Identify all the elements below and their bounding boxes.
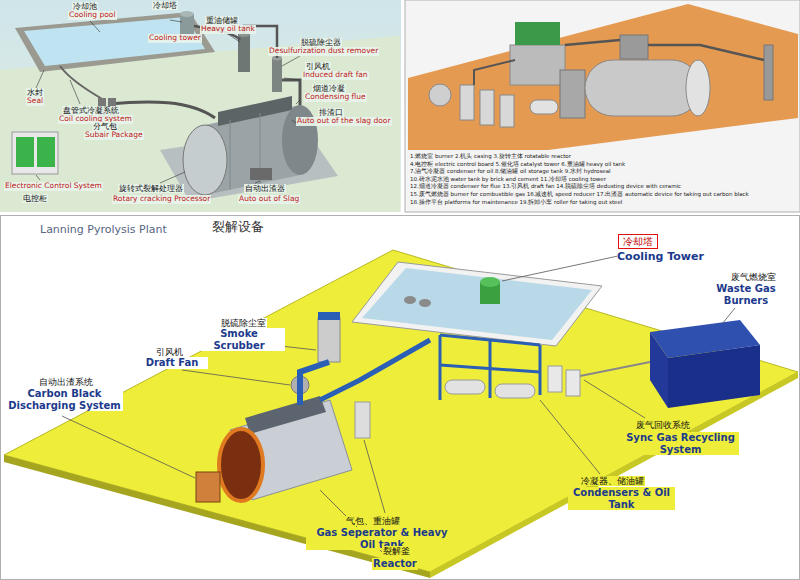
- chinese-label: 脱硫除尘器: [300, 38, 342, 47]
- part-label: Seal: [26, 97, 44, 106]
- chinese-label: 脱硫除尘室: [220, 318, 267, 328]
- pyrolysis-plant-illustration: [1, 216, 800, 580]
- chinese-label: 水封: [26, 88, 44, 97]
- legend-line: 1.燃烧室 burner 2.机头 casing 3.旋转主体 rotatabl…: [410, 153, 571, 159]
- part-label: Condensing flue: [304, 93, 367, 102]
- chinese-label: 自动出渣器: [244, 184, 286, 193]
- chinese-label: 裂解设备: [212, 220, 264, 235]
- callout-box: 冷却塔Cooling Tower: [618, 234, 658, 249]
- chinese-label: 冷凝器、储油罐: [580, 476, 645, 486]
- part-label: Waste Gas Burners: [700, 283, 792, 306]
- chinese-label: 废气燃烧室: [730, 272, 777, 282]
- chinese-label: 引风机: [155, 347, 184, 357]
- part-label: Rotary cracking Processor: [112, 195, 211, 204]
- part-label: Cooling tower: [148, 34, 202, 43]
- chinese-label: 裂解釜: [382, 546, 411, 556]
- legend-line: 10.砖水泥水池 water tank by brick and cement …: [410, 176, 606, 182]
- part-label: Smoke Scrubber: [193, 328, 285, 351]
- rotary-plant-illustration: [0, 0, 401, 212]
- legend-line: 15.废气燃烧器 burner for combustible gas 16.减…: [410, 191, 749, 197]
- chinese-label: 自动出渣系统: [38, 377, 94, 387]
- part-label: Auto out of the slag door: [296, 117, 392, 126]
- legend-line: 7.油气冷凝器 condenser for oil 8.储油罐 oil stor…: [410, 168, 611, 174]
- chinese-label: 冷却池: [72, 2, 98, 11]
- chinese-label: 废气回收系统: [635, 420, 691, 430]
- chinese-label: 引风机: [305, 62, 331, 71]
- chinese-label: 电控柜: [22, 194, 48, 203]
- chinese-label: 排渣口: [318, 108, 344, 117]
- part-label: Reactor: [372, 558, 418, 570]
- chinese-label: 分气包: [92, 122, 118, 131]
- chinese-label: 气包、重油罐: [345, 516, 401, 526]
- legend-line: 4.电控柜 electric control board 5.催化塔 catal…: [410, 161, 625, 167]
- part-label: Condensers & Oil Tank: [568, 487, 675, 510]
- plant-layout-illustration: [405, 0, 800, 212]
- part-label: Carbon Black Discharging System: [6, 388, 123, 411]
- part-label: Heavy oil tank: [200, 25, 256, 34]
- chinese-label: 盘管式冷凝系统: [62, 106, 120, 115]
- legend-line: 12.烟道冷凝器 condenser for flue 13.引风机 draft…: [410, 183, 681, 189]
- callout-title: 冷却塔: [623, 235, 653, 248]
- part-label: Cooling pool: [68, 11, 117, 20]
- part-label: Subair Package: [84, 131, 144, 140]
- part-label: Auto out of Slag: [238, 195, 300, 204]
- legend-line: 18.操作平台 platforms for maintenance 19.拆卸小…: [410, 199, 622, 205]
- part-label: Desulfurization dust remover: [268, 47, 379, 56]
- callout-subtitle: Cooling Tower: [617, 250, 704, 263]
- part-label: Electronic Control System: [4, 182, 103, 191]
- chinese-label: 冷却塔: [152, 1, 178, 10]
- part-label: Lanning Pyrolysis Plant: [40, 224, 167, 237]
- part-label: Sync Gas Recycling System: [622, 432, 739, 455]
- chinese-label: 重油储罐: [205, 16, 239, 25]
- chinese-label: 旋转式裂解处理器: [118, 184, 184, 193]
- part-label: Draft Fan: [136, 357, 208, 369]
- part-label: Induced draft fan: [302, 71, 369, 80]
- chinese-label: 烟道冷凝: [312, 84, 346, 93]
